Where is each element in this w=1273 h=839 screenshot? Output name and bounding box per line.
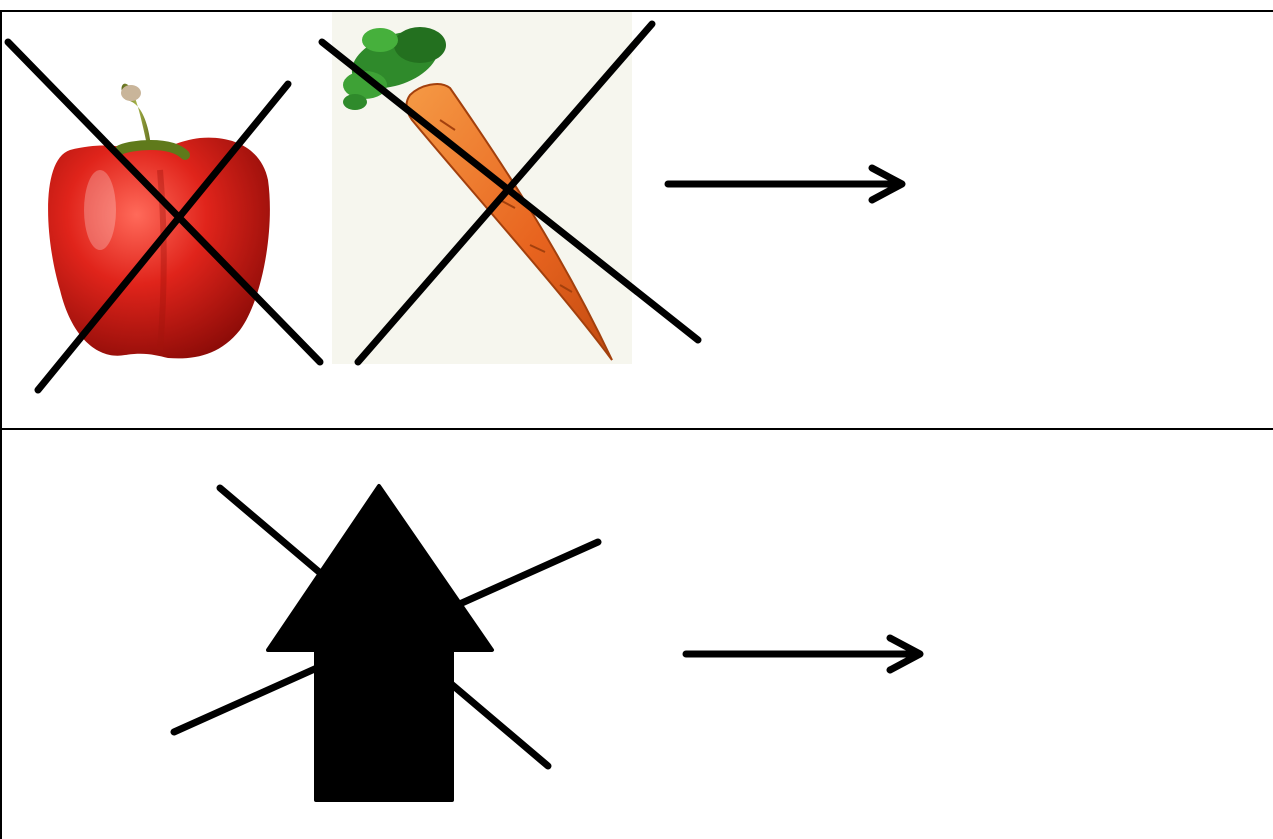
row-2-artwork	[170, 448, 1260, 828]
worksheet-row-2	[0, 428, 1273, 839]
row-2-answer-area[interactable]	[950, 448, 1260, 828]
row-1-artwork	[4, 12, 1260, 410]
carrot-leaves	[343, 27, 446, 110]
row-2-top-border	[0, 428, 1273, 430]
pepper-body	[48, 137, 270, 359]
row-1-top-border	[0, 10, 1273, 12]
carrot-image	[332, 12, 632, 364]
pepper-crease	[157, 169, 167, 351]
worksheet-row-1	[0, 10, 1273, 428]
row-2-right-arrow-icon	[682, 634, 924, 674]
row-2-left-border	[0, 428, 2, 839]
pepper-calyx	[115, 140, 190, 160]
row-1-answer-area[interactable]	[940, 30, 1260, 410]
red-bell-pepper-image	[48, 83, 270, 359]
pepper-cross-out	[4, 38, 324, 394]
pepper-highlight	[84, 170, 116, 250]
carrot-cross-out	[318, 20, 702, 366]
up-arrow-symbol-icon	[266, 484, 494, 802]
row-1-left-border	[0, 10, 2, 428]
row-1-right-arrow-icon	[664, 164, 906, 204]
pepper-cross-line-a	[4, 38, 324, 366]
carrot-cross-line-b	[354, 20, 656, 366]
pepper-cross-line-b	[34, 80, 292, 394]
pepper-stem-tip	[121, 85, 141, 101]
